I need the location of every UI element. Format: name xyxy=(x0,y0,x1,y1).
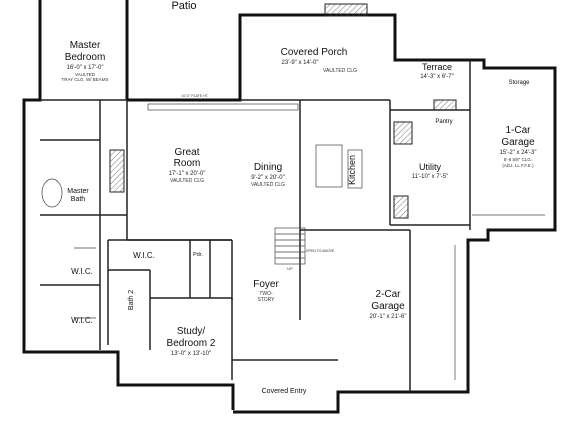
utility-dims: 11'-10" x 7'-5" xyxy=(412,174,448,180)
pantry-label: Pantry xyxy=(435,119,452,125)
wic-master-upper-label: W.I.C. xyxy=(71,267,93,276)
stair-up-note: UP xyxy=(287,266,293,271)
room-labels: Patio Master Bedroom 16'-0" x 17'-0" VAU… xyxy=(61,0,536,395)
foyer-note2: STORY xyxy=(257,297,275,303)
foyer-note1: TWO- xyxy=(259,291,273,297)
patio-label: Patio xyxy=(171,0,196,12)
exterior-walls xyxy=(22,0,557,414)
foyer-label: Foyer xyxy=(253,279,279,290)
terrace-label: Terrace xyxy=(422,62,452,72)
storage-label: Storage xyxy=(508,80,530,86)
pdr-label: Pdr. xyxy=(193,252,203,258)
covered-porch-dims: 23'-9" x 14'-0" xyxy=(282,60,319,66)
covered-porch-note: VAULTED CLG xyxy=(323,68,357,74)
bathtub xyxy=(41,178,63,208)
master-bedroom-note2: TRAY CLG. W/ BEAMS xyxy=(61,77,108,82)
utility-hatch xyxy=(393,121,413,145)
master-bedroom-dims: 16'-0" x 17'-0" xyxy=(67,65,104,71)
covered-porch-label: Covered Porch xyxy=(281,47,348,58)
one-car-garage-note1: 8'-8 5/8" CLG. xyxy=(504,157,532,162)
opening-note: OPEN TO ABOVE xyxy=(306,249,335,253)
master-bath-label-line2: Bath xyxy=(71,196,86,203)
study-bedroom2-label-line2: Bedroom 2 xyxy=(167,338,216,349)
dining-note: VAULTED CLG xyxy=(251,182,285,188)
header-bar-note: 10'-0" PLATE HT. xyxy=(182,94,209,98)
study-bedroom2-label-line1: Study/ xyxy=(177,326,206,337)
utility-hatch-lower xyxy=(393,195,409,219)
stair xyxy=(274,227,306,265)
wic-study-label: W.I.C. xyxy=(133,251,155,260)
pantry-hatch xyxy=(433,99,457,111)
covered-entry-label: Covered Entry xyxy=(262,388,307,395)
kitchen-label: Kitchen xyxy=(347,155,357,185)
master-bedroom-label-line2: Bedroom xyxy=(65,52,106,63)
study-bedroom2-dims: 13'-0" x 13'-10" xyxy=(171,351,211,357)
one-car-garage-label-line1: 1-Car xyxy=(505,125,531,136)
bath2-label: Bath 2 xyxy=(128,290,135,310)
two-car-garage-label-line2: Garage xyxy=(371,301,405,312)
utility-label: Utility xyxy=(419,162,441,172)
great-room-note: VAULTED CLG xyxy=(170,178,204,184)
annotations: 10'-0" PLATE HT. UP OPEN TO ABOVE xyxy=(182,94,335,271)
great-room-label-line2: Room xyxy=(174,158,201,169)
one-car-garage-dims: 15'-2" x 24'-3" xyxy=(500,150,537,156)
kitchen-island xyxy=(315,144,343,188)
two-car-garage-dims: 20'-1" x 21'-6" xyxy=(370,314,407,320)
master-bath-label-line1: Master xyxy=(67,188,89,195)
great-room-label-line1: Great xyxy=(174,147,199,158)
one-car-garage-label-line2: Garage xyxy=(501,137,535,148)
terrace-dims: 14'-3" x 6'-7" xyxy=(420,74,454,80)
dining-label: Dining xyxy=(254,162,282,173)
one-car-garage-note2: (ADJ. LL F.F.E.) xyxy=(502,163,534,168)
interior-walls xyxy=(40,60,471,392)
great-room-dims: 17'-1" x 20'-0" xyxy=(169,171,206,177)
master-bedroom-note1: VAULTED xyxy=(75,72,96,77)
wic-master-lower-label: W.I.C. xyxy=(71,316,93,325)
master-bedroom-label-line1: Master xyxy=(70,40,101,51)
outdoor-fireplace xyxy=(324,3,368,17)
two-car-garage-label-line1: 2-Car xyxy=(375,289,401,300)
fireplace-hatch xyxy=(109,149,125,193)
kitchen-counter xyxy=(347,149,363,189)
fixtures xyxy=(41,3,545,380)
dining-dims: 9'-2" x 20'-0" xyxy=(251,175,285,181)
header-beam xyxy=(147,103,299,111)
